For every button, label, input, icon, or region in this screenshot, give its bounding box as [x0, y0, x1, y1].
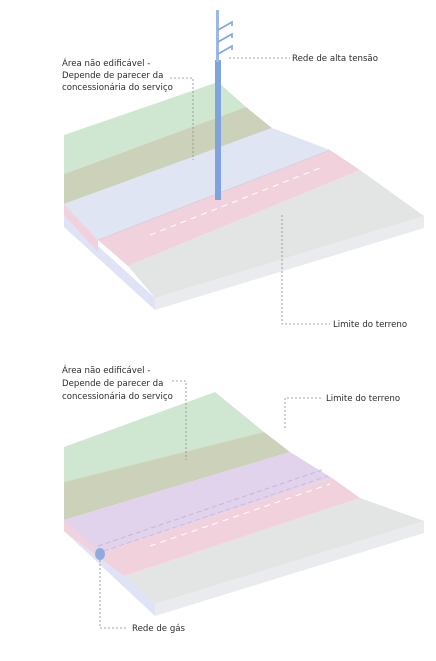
- zone-green: [64, 82, 246, 174]
- label-limite-terreno-2: Limite do terreno: [326, 394, 400, 404]
- zone-green: [64, 392, 264, 482]
- block-side-right: [155, 216, 424, 310]
- zone-pink: [100, 478, 360, 576]
- zone-olive: [64, 432, 290, 520]
- label-limite-terreno-1: Limite do terreno: [333, 320, 407, 330]
- zone-pink-edge: [64, 520, 124, 576]
- leader-area-2: [172, 380, 187, 460]
- zone-blue: [64, 128, 330, 240]
- zone-purple: [64, 452, 332, 553]
- zone-grey: [128, 170, 424, 298]
- label-rede-gas: Rede de gás: [132, 624, 186, 634]
- leader-limite-2: [284, 397, 322, 428]
- zone-pink: [98, 150, 360, 266]
- leader-area-1: [170, 77, 194, 160]
- pole-top: [216, 10, 219, 62]
- road-centre-line: [149, 167, 321, 236]
- pole-shaft: [215, 60, 221, 200]
- zone-pink-edge: [64, 204, 98, 252]
- label-rede-alta-tensao: Rede de alta tensão: [292, 54, 378, 64]
- leader-limite-1: [281, 215, 330, 325]
- label-area-nao-edificavel-2: Área não edificável - Depende de parecer…: [62, 364, 173, 402]
- road-centre-line: [149, 483, 331, 547]
- pole-crossarm-2: [217, 32, 233, 43]
- leader-rede-gas: [99, 560, 128, 629]
- boundary-line: [97, 149, 331, 241]
- gas-pipe-section: [95, 548, 105, 560]
- label-area-nao-edificavel-1: Área não edificável - Depende de parecer…: [62, 57, 173, 93]
- pole-crossarm-1: [217, 20, 233, 31]
- pole-crossarm-3: [217, 44, 233, 55]
- block-side-right: [155, 521, 424, 616]
- diagram-gas-network: Área não edificável - Depende de parecer…: [62, 364, 424, 634]
- diagram-high-voltage: Área não edificável - Depende de parecer…: [62, 10, 424, 330]
- gas-pipe-line-2: [103, 475, 329, 552]
- zone-grey: [124, 498, 424, 604]
